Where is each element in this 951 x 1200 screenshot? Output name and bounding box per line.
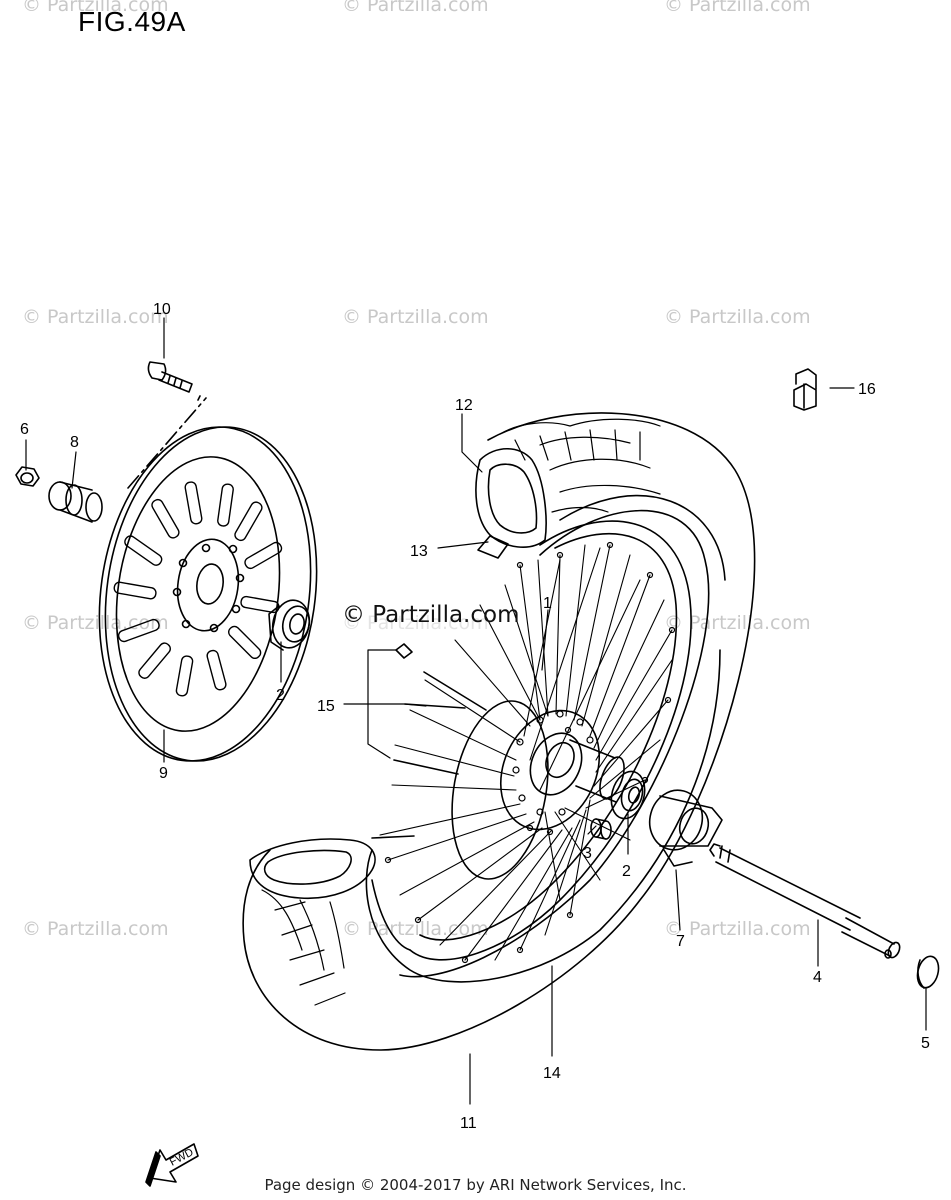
nut: [15, 466, 40, 487]
watermark: © Partzilla.com: [22, 918, 169, 940]
page-footer: Page design © 2004-2017 by ARI Network S…: [264, 1176, 687, 1194]
bearing-right: [610, 770, 646, 820]
callout-9: 9: [159, 765, 168, 782]
callout-5: 5: [921, 1035, 930, 1052]
watermark: © Partzilla.com: [22, 0, 169, 16]
watermark: © Partzilla.com: [664, 612, 811, 634]
spacer-collar: [590, 818, 612, 840]
callout-3: 3: [583, 845, 592, 862]
brake-disc: [98, 426, 318, 762]
bearing-left: [268, 599, 311, 651]
callout-15: 15: [317, 698, 335, 715]
callout-11: 11: [460, 1115, 477, 1132]
figure-title: FIG.49A: [78, 6, 186, 37]
callout-4: 4: [813, 969, 822, 986]
callout-16: 16: [858, 381, 876, 398]
watermark: © Partzilla.com: [342, 306, 489, 328]
callout-2-left: 2: [276, 687, 285, 704]
forward-arrow-icon: [145, 1143, 199, 1187]
spoke-and-nipple: [371, 643, 487, 839]
watermark: © Partzilla.com: [664, 306, 811, 328]
spacer: [48, 481, 103, 523]
callout-8: 8: [70, 434, 79, 451]
center-watermark: © Partzilla.com: [342, 602, 520, 628]
watermark: © Partzilla.com: [664, 0, 811, 16]
wheel-rim: [371, 520, 692, 961]
callout-6: 6: [20, 421, 29, 438]
axle-cap: [916, 955, 940, 989]
watermark: © Partzilla.com: [342, 0, 489, 16]
leader-lines: [25, 317, 927, 1105]
tire: [242, 412, 756, 1051]
callout-1: 1: [543, 595, 552, 612]
valve-cap: [793, 368, 817, 411]
watermark: © Partzilla.com: [22, 306, 169, 328]
callout-10: 10: [153, 301, 171, 318]
spoke-nipples: [384, 541, 676, 964]
watermark: © Partzilla.com: [342, 612, 489, 634]
axle-spacer: [648, 789, 723, 867]
callout-14: 14: [543, 1065, 561, 1082]
callout-2-right: 2: [622, 863, 631, 880]
callout-13: 13: [410, 543, 428, 560]
spokes: [379, 544, 673, 961]
disc-bolt: [127, 361, 207, 489]
watermark: © Partzilla.com: [22, 612, 169, 634]
callout-7: 7: [676, 933, 685, 950]
front-axle: [709, 843, 901, 959]
callout-12: 12: [455, 397, 473, 414]
watermark: © Partzilla.com: [664, 918, 811, 940]
